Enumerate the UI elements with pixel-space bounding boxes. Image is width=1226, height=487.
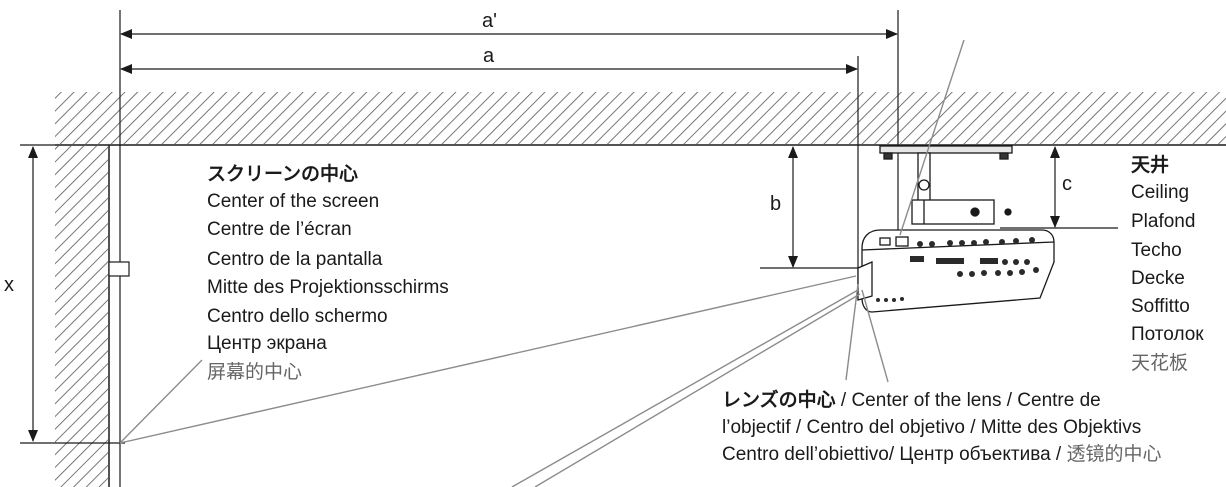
screen-center-label-zh: 屏幕的中心 (207, 362, 303, 383)
ceiling-label-de: Decke (1131, 268, 1185, 289)
dimension-x-label: x (4, 274, 14, 296)
screen-center-label-ru: Центр экрана (207, 333, 327, 354)
ceiling-hatch (55, 92, 1226, 144)
screen-center-label-fr: Centre de l’écran (207, 219, 352, 240)
projector-body (857, 229, 1055, 313)
lens-center-label-line1: レンズの中心 / Center of the lens / Centre de (722, 388, 1101, 414)
ceiling-label-en: Ceiling (1131, 182, 1190, 203)
screen-center-label-en: Center of the screen (207, 191, 380, 212)
screen-center-label-de: Mitte des Projektionsschirms (207, 277, 449, 298)
ceiling-mount-bracket (879, 145, 1013, 225)
screen-center-label-es: Centro de la pantalla (207, 249, 383, 270)
lens-center-label-line2: l’objectif / Centro del objetivo / Mitte… (722, 417, 1142, 438)
dimension-a-label: a (483, 45, 495, 67)
projection-rays (119, 39, 965, 487)
dimension-b-label: b (770, 193, 782, 215)
lens-center-label-zh: 透镜的中心 (1066, 444, 1162, 465)
screen-center-label-it: Centro dello schermo (207, 306, 388, 327)
ceiling-label-ru: Потолок (1131, 324, 1204, 345)
dimension-a-prime-label: a' (482, 10, 497, 32)
lens-center-label-ja: レンズの中心 (722, 390, 836, 411)
ceiling-label-es: Techo (1131, 240, 1182, 261)
dimension-c-label: c (1062, 173, 1072, 195)
lens-center-label-line3-main: Centro dell’obiettivo/ Центр объектива / (722, 444, 1067, 465)
ceiling-label-it: Soffitto (1131, 296, 1190, 317)
screen-marker (108, 261, 130, 277)
wall-hatch (55, 145, 108, 487)
screen-center-label-ja: スクリーンの中心 (207, 164, 359, 185)
lens-center-label-line1-rest: / Center of the lens / Centre de (835, 390, 1101, 411)
ceiling-label-zh: 天花板 (1131, 353, 1189, 374)
lens-center-label-line3: Centro dell’obiettivo/ Центр объектива /… (722, 442, 1162, 468)
ceiling-label-ja: 天井 (1131, 155, 1170, 176)
ceiling-label-fr: Plafond (1131, 211, 1196, 232)
